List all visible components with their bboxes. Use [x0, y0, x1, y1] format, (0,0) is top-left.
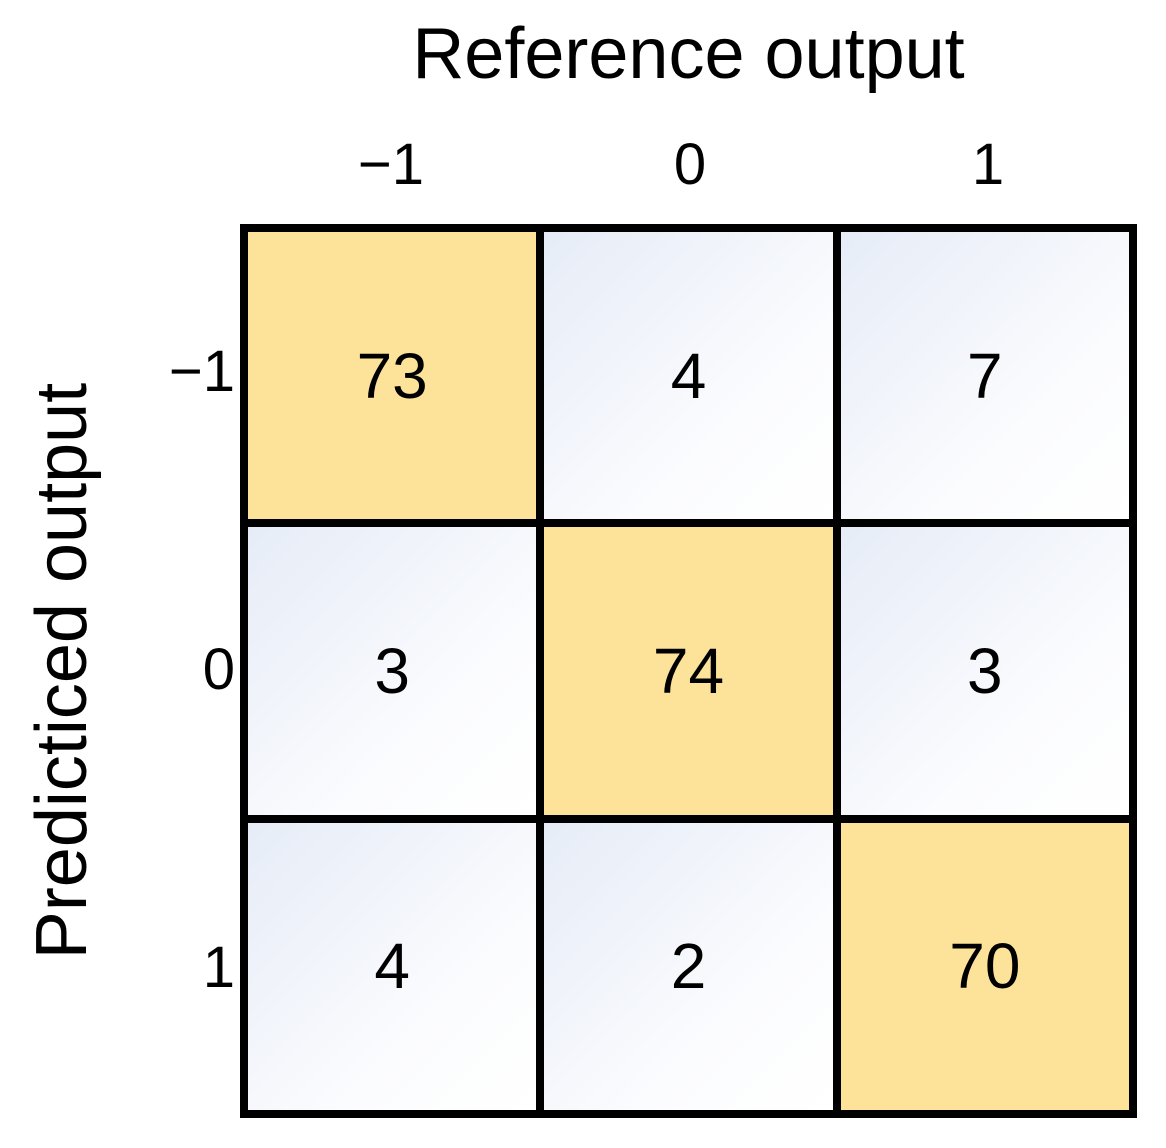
row-tick-label-1: 1 [202, 935, 235, 1000]
column-tick-label-1: 1 [971, 132, 1005, 197]
row-tick-label-neg1: −1 [168, 339, 235, 404]
cell-value: 74 [652, 634, 725, 707]
cell-value: 7 [967, 339, 1003, 412]
matrix-cell-0-0[interactable]: 74 [544, 527, 833, 815]
matrix-cell-1-1[interactable]: 70 [840, 822, 1129, 1110]
cell-value: 70 [949, 930, 1021, 1003]
cell-value: 73 [356, 339, 428, 412]
matrix-cell-1-neg1[interactable]: 4 [248, 822, 537, 1110]
row-tick-label-0: 0 [202, 637, 235, 702]
matrix-cell-neg1-1[interactable]: 7 [840, 232, 1129, 520]
matrix-cell-neg1-0[interactable]: 4 [544, 232, 833, 520]
confusion-matrix-grid: 73 4 7 3 74 3 4 2 70 [240, 224, 1137, 1118]
column-tick-label-0: 0 [673, 132, 707, 197]
matrix-cell-0-neg1[interactable]: 3 [248, 527, 537, 815]
cell-value: 3 [374, 634, 410, 707]
cell-value: 2 [670, 930, 707, 1003]
cell-value: 4 [670, 339, 707, 412]
y-axis-title: Predicticed output [22, 382, 102, 960]
cell-value: 3 [967, 634, 1003, 707]
matrix-cell-neg1-neg1[interactable]: 73 [248, 232, 537, 520]
column-tick-label-neg1: −1 [357, 132, 425, 197]
matrix-cell-0-1[interactable]: 3 [840, 527, 1129, 815]
cell-value: 4 [374, 930, 410, 1003]
matrix-cell-1-0[interactable]: 2 [544, 822, 833, 1110]
chart-title: Reference output [412, 14, 965, 94]
